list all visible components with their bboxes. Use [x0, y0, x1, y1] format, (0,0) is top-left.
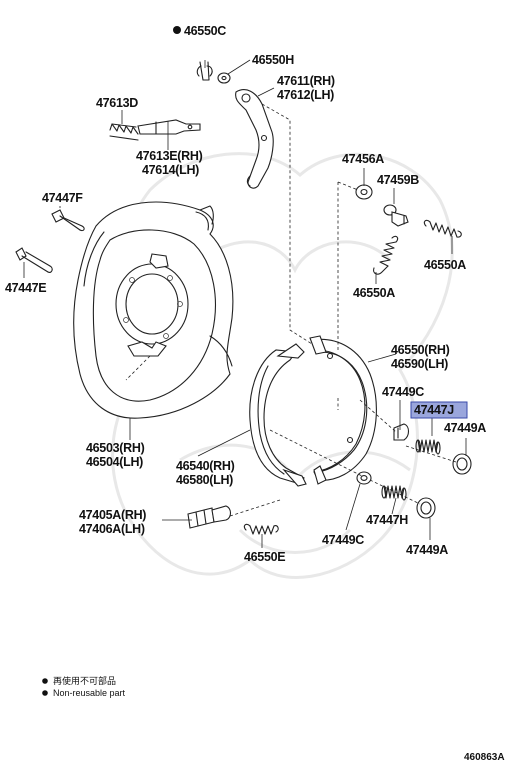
label-46504[interactable]: 46504(LH) [86, 455, 143, 469]
label-47456a[interactable]: 47456A [342, 152, 385, 166]
highlight-47447j [410, 401, 468, 419]
part-46540-shoe[interactable] [249, 343, 307, 487]
legend: 再使用不可部品 Non-reusable part [42, 675, 126, 698]
label-46550e[interactable]: 46550E [244, 550, 286, 564]
assembly-lines [125, 103, 457, 517]
diagram-code: 460863A [464, 752, 505, 763]
part-labels: 46550C 46550H 47611(RH) 47612(LH) 47613D… [5, 24, 487, 564]
part-47449c-retainer-bottom[interactable] [356, 471, 372, 485]
label-46550a-middle[interactable]: 46550A [353, 286, 396, 300]
label-46540[interactable]: 46540(RH) [176, 459, 235, 473]
label-47459b[interactable]: 47459B [377, 173, 420, 187]
part-47611-lever[interactable] [235, 89, 274, 189]
part-47456a-washer[interactable] [355, 184, 373, 200]
part-47613e-strut[interactable] [137, 119, 201, 135]
part-47449a-cup-right[interactable] [452, 453, 472, 475]
legend-line-1: 再使用不可部品 [53, 675, 116, 686]
part-47613d-spring[interactable] [109, 123, 139, 141]
part-47447f-bolt[interactable] [51, 209, 85, 232]
label-46550c[interactable]: 46550C [173, 24, 227, 38]
part-46550-shoe[interactable] [309, 335, 377, 485]
label-47406a[interactable]: 47406A(LH) [79, 522, 145, 536]
label-47612[interactable]: 47612(LH) [277, 88, 334, 102]
part-46550h-washer[interactable] [217, 72, 231, 84]
label-47449a-right[interactable]: 47449A [444, 421, 487, 435]
label-47613d[interactable]: 47613D [96, 96, 139, 110]
label-46503[interactable]: 46503(RH) [86, 441, 145, 455]
label-47447h[interactable]: 47447H [366, 513, 409, 527]
part-46550a-spring-right[interactable] [423, 219, 462, 238]
label-47611[interactable]: 47611(RH) [277, 74, 335, 88]
label-47613e[interactable]: 47613E(RH) [136, 149, 203, 163]
label-47449c-top[interactable]: 47449C [382, 385, 425, 399]
part-47449c-retainer-top[interactable] [393, 423, 410, 441]
part-47447e-bolt[interactable] [15, 247, 53, 273]
part-46550e-spring[interactable] [243, 523, 279, 535]
label-47405a[interactable]: 47405A(RH) [79, 508, 147, 522]
part-47449a-cup-bottom[interactable] [416, 497, 436, 519]
part-47459b-pin[interactable] [383, 204, 409, 227]
label-47449c-bottom[interactable]: 47449C [322, 533, 365, 547]
part-47405a-adjuster[interactable] [187, 505, 232, 529]
label-47447e[interactable]: 47447E [5, 281, 47, 295]
label-47449a-bottom[interactable]: 47449A [406, 543, 449, 557]
label-47447j[interactable]: 47447J [414, 403, 455, 417]
part-46503-backing-plate[interactable] [73, 201, 234, 419]
part-46550c-clip[interactable] [196, 61, 213, 81]
legend-line-2: Non-reusable part [53, 688, 126, 698]
svg-text:46550C: 46550C [184, 24, 226, 38]
leader-lines [23, 59, 467, 548]
label-46550[interactable]: 46550(RH) [391, 343, 450, 357]
label-46550h[interactable]: 46550H [252, 53, 295, 67]
label-46580[interactable]: 46580(LH) [176, 473, 233, 487]
part-47447j-spring[interactable] [415, 439, 441, 455]
label-47447f[interactable]: 47447F [42, 191, 84, 205]
label-47614[interactable]: 47614(LH) [142, 163, 199, 177]
label-46590[interactable]: 46590(LH) [391, 357, 448, 371]
label-46550a-right[interactable]: 46550A [424, 258, 467, 272]
part-47447h-spring[interactable] [381, 485, 407, 501]
part-46550a-spring-middle[interactable] [373, 235, 399, 275]
